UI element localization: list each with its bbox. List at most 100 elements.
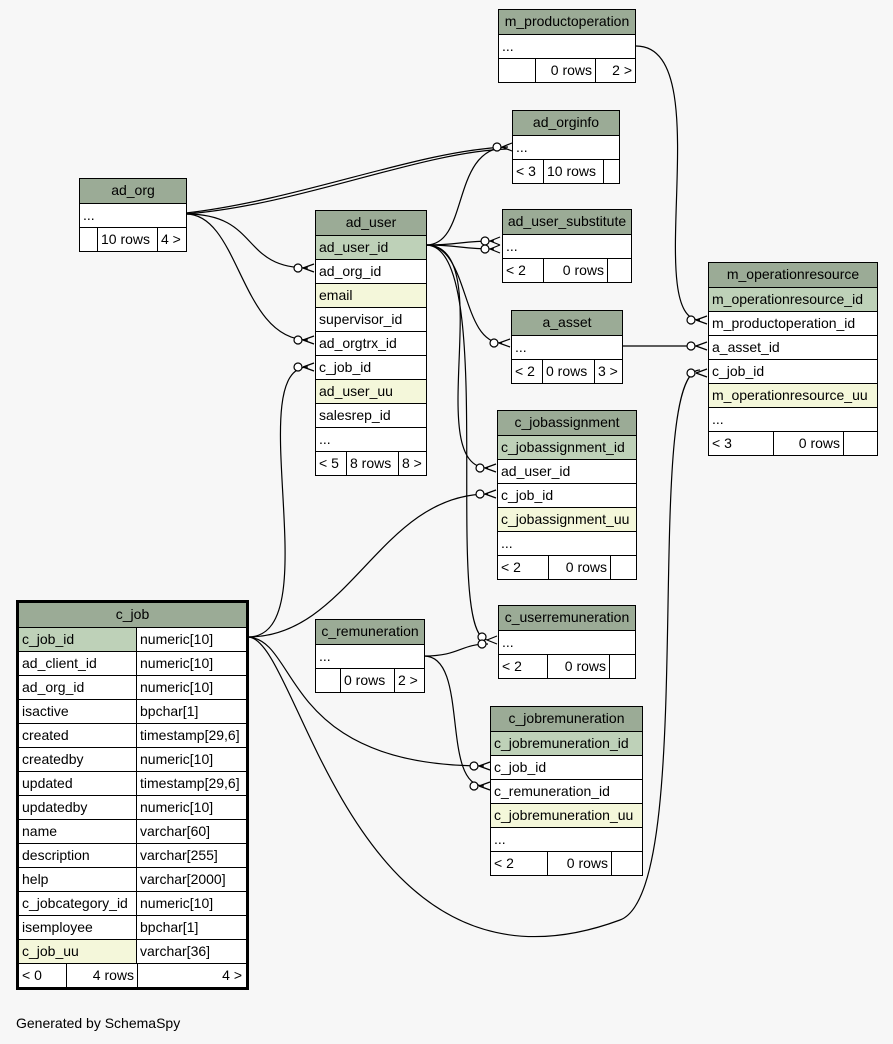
edge-c_job-c_jobassignment [247,493,489,638]
child-count[interactable]: 4 > [137,964,246,987]
column-row[interactable]: ... [515,339,527,355]
column-row[interactable]: ... [502,38,514,54]
child-count[interactable]: 4 > [157,228,186,251]
column-name[interactable]: updatedby [19,796,137,819]
edge-c_job-opresource [247,369,701,938]
parent-count[interactable]: < 2 [494,855,514,871]
primary-key-column[interactable]: c_jobassignment_id [501,439,625,455]
column-row[interactable]: ... [502,634,514,650]
column-row[interactable]: ad_user_id [501,463,571,479]
column-name[interactable]: createdby [19,748,137,771]
column-row[interactable]: ... [494,831,506,847]
table-header[interactable]: m_productoperation [499,10,635,34]
table-header[interactable]: c_jobassignment [498,411,636,435]
table-ad_orginfo[interactable]: ad_orginfo ... < 3 10 rows [512,110,620,184]
table-c_remuneration[interactable]: c_remuneration ... 0 rows 2 > [315,619,425,693]
parent-count[interactable]: < 2 [515,363,535,379]
table-ad_user[interactable]: ad_user ad_user_id ad_org_id email super… [315,210,427,476]
table-header[interactable]: ad_user_substitute [503,210,631,234]
table-c_jobremuneration[interactable]: c_jobremuneration c_jobremuneration_id c… [490,706,643,876]
column-row[interactable]: supervisor_id [319,311,403,327]
column-row[interactable]: c_job_id [501,487,554,503]
table-a_asset[interactable]: a_asset ... < 2 0 rows 3 > [511,310,623,384]
primary-key-column[interactable]: m_operationresource_id [712,291,863,307]
column-name[interactable]: created [19,724,137,747]
parent-count[interactable]: < 2 [502,658,522,674]
table-m_operationresource[interactable]: m_operationresource m_operationresource_… [708,262,878,456]
child-count[interactable]: 2 > [595,59,635,82]
primary-key-column[interactable]: c_jobremuneration_id [494,735,629,751]
column-name[interactable]: c_job_uu [19,940,137,963]
column-name[interactable]: updated [19,772,137,795]
parent-count[interactable]: < 2 [506,262,526,278]
parent-count[interactable]: < 3 [516,163,536,179]
column-row[interactable]: ... [712,411,724,427]
column-row[interactable]: ad_org_id [319,263,382,279]
column-name[interactable]: c_jobcategory_id [19,892,137,915]
column-type: varchar[36] [140,943,211,959]
column-name[interactable]: name [19,820,137,843]
column-row[interactable]: c_remuneration_id [494,783,610,799]
child-count[interactable]: 3 > [594,360,622,383]
column-name[interactable]: ad_org_id [19,676,137,699]
column-row[interactable]: c_job_id [494,759,547,775]
table-header[interactable]: ad_user [316,211,426,235]
child-count[interactable] [603,160,619,183]
column-type: varchar[2000] [140,871,226,887]
child-count[interactable] [843,432,877,455]
column-name[interactable]: description [19,844,137,867]
parent-count[interactable]: < 2 [501,559,521,575]
parent-count[interactable]: < 0 [22,967,42,983]
table-header[interactable]: m_operationresource [709,263,877,287]
column-row[interactable]: a_asset_id [712,339,780,355]
indexed-column[interactable]: c_jobassignment_uu [501,511,630,527]
column-row[interactable]: c_job_id [319,359,372,375]
table-c_jobassignment[interactable]: c_jobassignment c_jobassignment_id ad_us… [497,410,637,580]
table-m_productoperation[interactable]: m_productoperation ... 0 rows 2 > [498,9,636,83]
table-header[interactable]: c_jobremuneration [491,707,642,731]
column-row[interactable]: salesrep_id [319,407,391,423]
column-row[interactable]: m_productoperation_id [712,315,856,331]
table-c_userremuneration[interactable]: c_userremuneration ... < 2 0 rows [498,605,636,679]
column-name[interactable]: help [19,868,137,891]
table-header[interactable]: ad_org [80,179,186,203]
parent-count[interactable]: < 3 [712,435,732,451]
parent-count[interactable]: < 5 [319,455,339,471]
primary-key-column[interactable]: ad_user_id [319,239,389,255]
table-header[interactable]: c_job [19,603,246,627]
table-header[interactable]: c_remuneration [316,620,424,644]
table-ad_user_substitute[interactable]: ad_user_substitute ... < 2 0 rows [502,209,632,283]
parent-count[interactable] [316,669,340,692]
child-count[interactable] [607,259,631,282]
child-count[interactable] [611,852,642,875]
child-count[interactable]: 8 > [398,452,426,475]
parent-count[interactable] [80,228,97,251]
table-header[interactable]: ad_orginfo [513,111,619,135]
table-ad_org[interactable]: ad_org ... 10 rows 4 > [79,178,187,252]
column-row[interactable]: ... [506,238,518,254]
parent-count[interactable] [499,59,535,82]
indexed-column[interactable]: m_operationresource_uu [712,387,868,403]
indexed-column[interactable]: email [319,287,353,303]
column-row[interactable]: ... [83,207,95,223]
child-count[interactable] [609,655,635,678]
table-header[interactable]: c_userremuneration [499,606,635,630]
table-header[interactable]: a_asset [512,311,622,335]
column-type: numeric[10] [140,895,214,911]
column-row[interactable]: ... [319,648,331,664]
column-row[interactable]: ... [319,431,331,447]
column-name[interactable]: ad_client_id [19,652,137,675]
child-count[interactable]: 2 > [394,669,424,692]
column-row[interactable]: ... [516,139,528,155]
indexed-column[interactable]: c_jobremuneration_uu [494,807,634,823]
column-name[interactable]: isemployee [19,916,137,939]
column-row[interactable]: ad_orgtrx_id [319,335,397,351]
column-name[interactable]: c_job_id [19,628,137,651]
child-count[interactable] [610,556,636,579]
column-row[interactable]: c_job_id [712,363,765,379]
column-row[interactable]: ... [501,535,513,551]
column-name[interactable]: isactive [19,700,137,723]
indexed-column[interactable]: ad_user_uu [319,383,393,399]
